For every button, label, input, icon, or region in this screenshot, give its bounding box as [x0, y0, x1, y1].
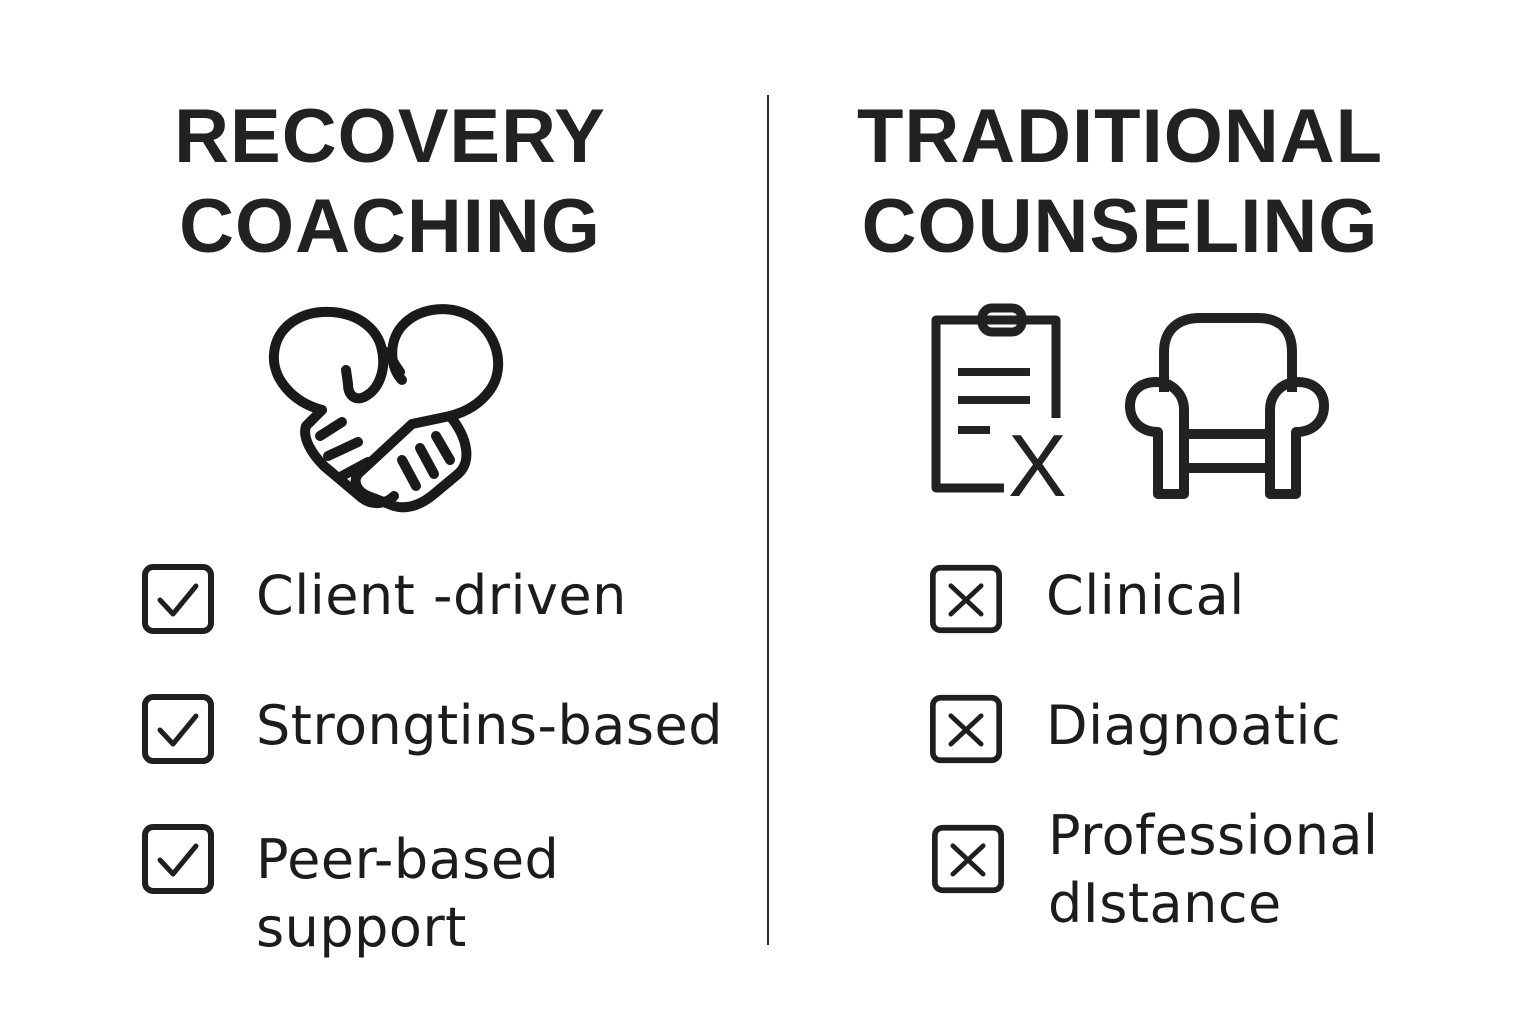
checkbox-x-icon [930, 564, 1002, 634]
item-label: Clinical [1046, 564, 1245, 627]
heading-line: COACHING [179, 184, 601, 269]
checkbox-check-icon [142, 824, 214, 894]
traditional-counseling-heading: TRADITIONAL COUNSELING [820, 92, 1420, 272]
list-item: Peer-based support [142, 824, 559, 962]
item-label: Client -driven [256, 564, 627, 627]
column-divider [767, 95, 769, 945]
item-label: Diagnoatic [1046, 694, 1342, 757]
item-label: Strongtins-based [256, 694, 724, 757]
item-label: Professional dIstance [1048, 804, 1379, 935]
checkbox-x-icon [932, 824, 1004, 894]
recovery-coaching-heading: RECOVERY COACHING [120, 92, 660, 272]
svg-text:X: X [1008, 416, 1067, 500]
list-item: Diagnoatic [930, 694, 1341, 764]
heading-line: RECOVERY [174, 94, 606, 179]
checkbox-x-icon [930, 694, 1002, 764]
armchair-icon [1125, 313, 1329, 499]
clipboard-rx-icon: X [931, 303, 1067, 500]
checkbox-check-icon [142, 694, 214, 764]
list-item: Client -driven [142, 564, 627, 634]
item-label: Peer-based support [256, 828, 560, 959]
list-item: Strongtins-based [142, 694, 723, 764]
heart-handshake-icon [268, 304, 504, 513]
heading-line: TRADITIONAL [856, 94, 1384, 179]
list-item: Clinical [930, 564, 1245, 634]
list-item: Professional dIstance [932, 804, 1379, 938]
heading-line: COUNSELING [861, 184, 1379, 269]
checkbox-check-icon [142, 564, 214, 634]
